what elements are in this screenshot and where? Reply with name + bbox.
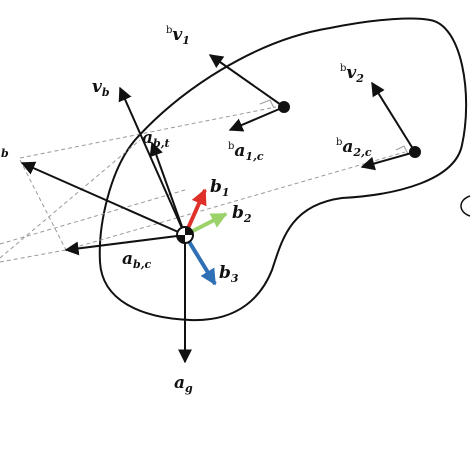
label-bv1: bv1 xyxy=(166,25,190,47)
label-abt: ab,t xyxy=(142,128,170,150)
label-left-cut: b xyxy=(1,147,9,160)
label-bv1-sub: 1 xyxy=(182,34,190,47)
label-abt-sub: b,t xyxy=(153,137,170,150)
label-b1: b1 xyxy=(210,177,230,199)
label-ba1c-sup: b xyxy=(228,141,234,152)
label-bv2: bv2 xyxy=(340,63,364,85)
label-abc: ab,c xyxy=(122,249,152,271)
label-b2-main: b xyxy=(232,203,244,223)
label-abc-sub: b,c xyxy=(133,258,152,271)
label-bv2-sub: 2 xyxy=(355,72,364,85)
label-ba2c-sub: 2,c xyxy=(352,146,371,159)
vector-abt xyxy=(149,141,186,236)
label-ag-main: a xyxy=(174,373,185,393)
right-angle-marker-2 xyxy=(395,145,409,155)
label-ba2c-sup: b xyxy=(336,137,342,148)
label-bv2-sup: b xyxy=(340,63,346,74)
label-abc-main: a xyxy=(122,249,133,269)
dashed-construction-lines xyxy=(0,106,406,263)
label-vb-main: v xyxy=(92,77,103,97)
vector-vb xyxy=(118,86,186,236)
label-ag-sub: g xyxy=(185,382,193,395)
label-ba1c: ba1,c xyxy=(228,141,264,163)
center-of-mass-icon xyxy=(176,226,194,244)
label-b3-main: b xyxy=(219,263,231,283)
label-ba2c: ba2,c xyxy=(336,137,372,159)
label-ba2c-main: a xyxy=(342,137,353,157)
label-ba1c-main: a xyxy=(234,141,245,161)
label-b2: b2 xyxy=(232,203,252,225)
label-bv1-sup: b xyxy=(166,25,172,36)
vector-bv2 xyxy=(371,81,416,153)
label-ba1c-sub: 1,c xyxy=(245,150,263,163)
point-2 xyxy=(409,146,421,158)
label-b3: b3 xyxy=(219,263,239,285)
vector-ba2c xyxy=(360,151,416,171)
vector-left xyxy=(20,161,186,236)
label-b2-sub: 2 xyxy=(243,212,252,225)
vector-abc xyxy=(64,234,186,256)
label-b3-sub: 3 xyxy=(231,272,239,285)
vector-bv1 xyxy=(208,54,285,108)
label-ag: ag xyxy=(174,373,193,395)
rotation-arrow-fragment xyxy=(460,195,471,217)
label-b1-sub: 1 xyxy=(222,186,230,199)
label-bv2-main: v xyxy=(346,63,357,83)
label-vb: vb xyxy=(92,77,110,99)
vector-ba1c xyxy=(228,106,285,132)
right-angle-marker-1 xyxy=(259,99,275,109)
label-bv1-main: v xyxy=(172,25,183,45)
point-1 xyxy=(278,101,290,113)
label-abt-main: a xyxy=(142,128,153,148)
body-outline xyxy=(98,17,468,322)
label-b1-main: b xyxy=(210,177,222,197)
axis-b3 xyxy=(183,233,217,286)
label-vb-sub: b xyxy=(102,86,110,99)
